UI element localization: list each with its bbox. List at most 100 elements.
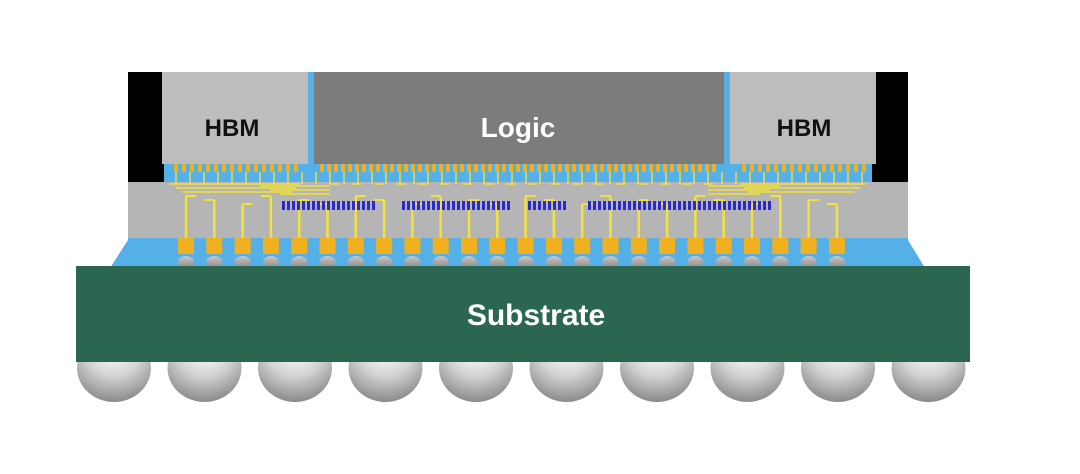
c4-solder-bump [715, 256, 732, 268]
c4-solder-bump [234, 256, 251, 268]
micro-bump [814, 164, 818, 172]
c4-pad [376, 238, 393, 254]
micro-bump [362, 164, 366, 172]
c4-pad [772, 238, 789, 254]
c4-pad [178, 238, 194, 254]
micro-bump [230, 164, 234, 172]
via [452, 201, 455, 210]
via [588, 201, 591, 210]
c4-solder-bump [744, 256, 760, 268]
via [482, 201, 485, 210]
micro-bump [565, 164, 569, 172]
via [538, 201, 541, 210]
mold-compound-left [128, 72, 164, 182]
c4-pad [347, 238, 364, 254]
c4-solder-bump [602, 256, 619, 268]
c4-solder-bump [291, 256, 308, 268]
micro-bump [656, 164, 660, 172]
micro-bump [495, 164, 499, 172]
c4-solder-bump [545, 256, 562, 268]
micro-bump [446, 164, 450, 172]
micro-bump [439, 164, 443, 172]
micro-bump [523, 164, 527, 172]
micro-bump [530, 164, 534, 172]
via [623, 201, 626, 210]
micro-bump [649, 164, 653, 172]
c4-pad [291, 238, 308, 254]
via [708, 201, 711, 210]
via [342, 201, 345, 210]
via [402, 201, 405, 210]
via [297, 201, 300, 210]
micro-bump [593, 164, 597, 172]
via [327, 201, 330, 210]
micro-bump [691, 164, 695, 172]
c4-solder-bump [772, 256, 789, 268]
micro-bump [460, 164, 464, 172]
micro-bump [766, 164, 770, 172]
micro-bump [614, 164, 618, 172]
micro-bump [798, 164, 802, 172]
micro-bump [182, 164, 186, 172]
via [663, 201, 666, 210]
via [648, 201, 651, 210]
micro-bump [320, 164, 324, 172]
c4-solder-bump [800, 256, 817, 268]
micro-bump [341, 164, 345, 172]
c4-pad [659, 238, 676, 254]
micro-bump [453, 164, 457, 172]
via [417, 201, 420, 210]
via [477, 201, 480, 210]
via [613, 201, 616, 210]
via [462, 201, 465, 210]
micro-bump [705, 164, 709, 172]
micro-bump [642, 164, 646, 172]
c4-pad [545, 238, 562, 254]
substrate-label: Substrate [467, 299, 605, 332]
via [492, 201, 495, 210]
c4-pad [800, 238, 817, 254]
via [362, 201, 365, 210]
via [593, 201, 596, 210]
micro-bump [262, 164, 266, 172]
micro-bump [355, 164, 359, 172]
micro-bump [369, 164, 373, 172]
via [633, 201, 636, 210]
c4-solder-bump [404, 256, 421, 268]
c4-solder-bump [687, 256, 704, 268]
c4-pad [234, 238, 251, 254]
via [287, 201, 290, 210]
hbm-die-left [162, 72, 308, 164]
micro-bump [790, 164, 794, 172]
c4-pad [319, 238, 336, 254]
via [658, 201, 661, 210]
micro-bump [327, 164, 331, 172]
micro-bump [830, 164, 834, 172]
via [638, 201, 641, 210]
hbm-die-right [730, 72, 876, 164]
c4-pad [574, 238, 591, 254]
via [758, 201, 761, 210]
c4-pad [517, 238, 534, 254]
micro-bump [572, 164, 576, 172]
c4-pad [630, 238, 647, 254]
via [352, 201, 355, 210]
micro-bump [376, 164, 380, 172]
c4-solder-bump [262, 256, 279, 268]
micro-bump [782, 164, 786, 172]
via [718, 201, 721, 210]
c4-solder-bump [206, 256, 223, 268]
c4-solder-bump [489, 256, 506, 268]
c4-solder-bump [461, 256, 477, 268]
via [753, 201, 756, 210]
micro-bump [670, 164, 674, 172]
micro-bump [270, 164, 274, 172]
via [668, 201, 671, 210]
c4-solder-bump [376, 256, 393, 268]
micro-bump [467, 164, 471, 172]
via [447, 201, 450, 210]
via [683, 201, 686, 210]
micro-bump [822, 164, 826, 172]
via [432, 201, 435, 210]
